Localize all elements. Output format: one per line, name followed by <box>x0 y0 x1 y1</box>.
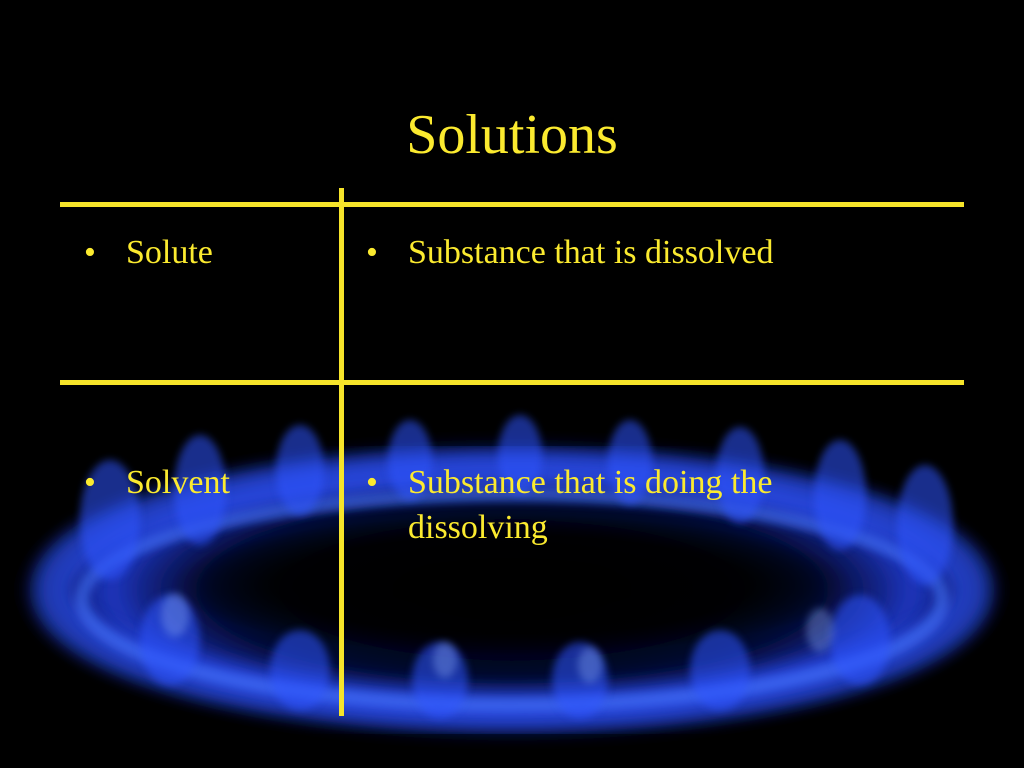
term-solvent: Solvent <box>126 464 230 501</box>
table-top-rule <box>60 202 964 207</box>
table-column-divider <box>339 188 344 716</box>
bullet-icon: • <box>366 464 378 501</box>
definition-solute: Substance that is dissolved <box>408 234 774 271</box>
bullet-icon: • <box>84 464 96 501</box>
term-cell: • Solute <box>84 230 334 275</box>
definition-cell: • Substance that is doing the dissolving <box>366 460 866 550</box>
definition-solvent: Substance that is doing the dissolving <box>408 464 773 546</box>
slide-title: Solutions <box>406 104 618 166</box>
bullet-icon: • <box>366 234 378 271</box>
bullet-icon: • <box>84 234 96 271</box>
definition-cell: • Substance that is dissolved <box>366 230 926 275</box>
term-cell: • Solvent <box>84 460 334 505</box>
table-middle-rule <box>60 380 964 385</box>
term-solute: Solute <box>126 234 213 271</box>
